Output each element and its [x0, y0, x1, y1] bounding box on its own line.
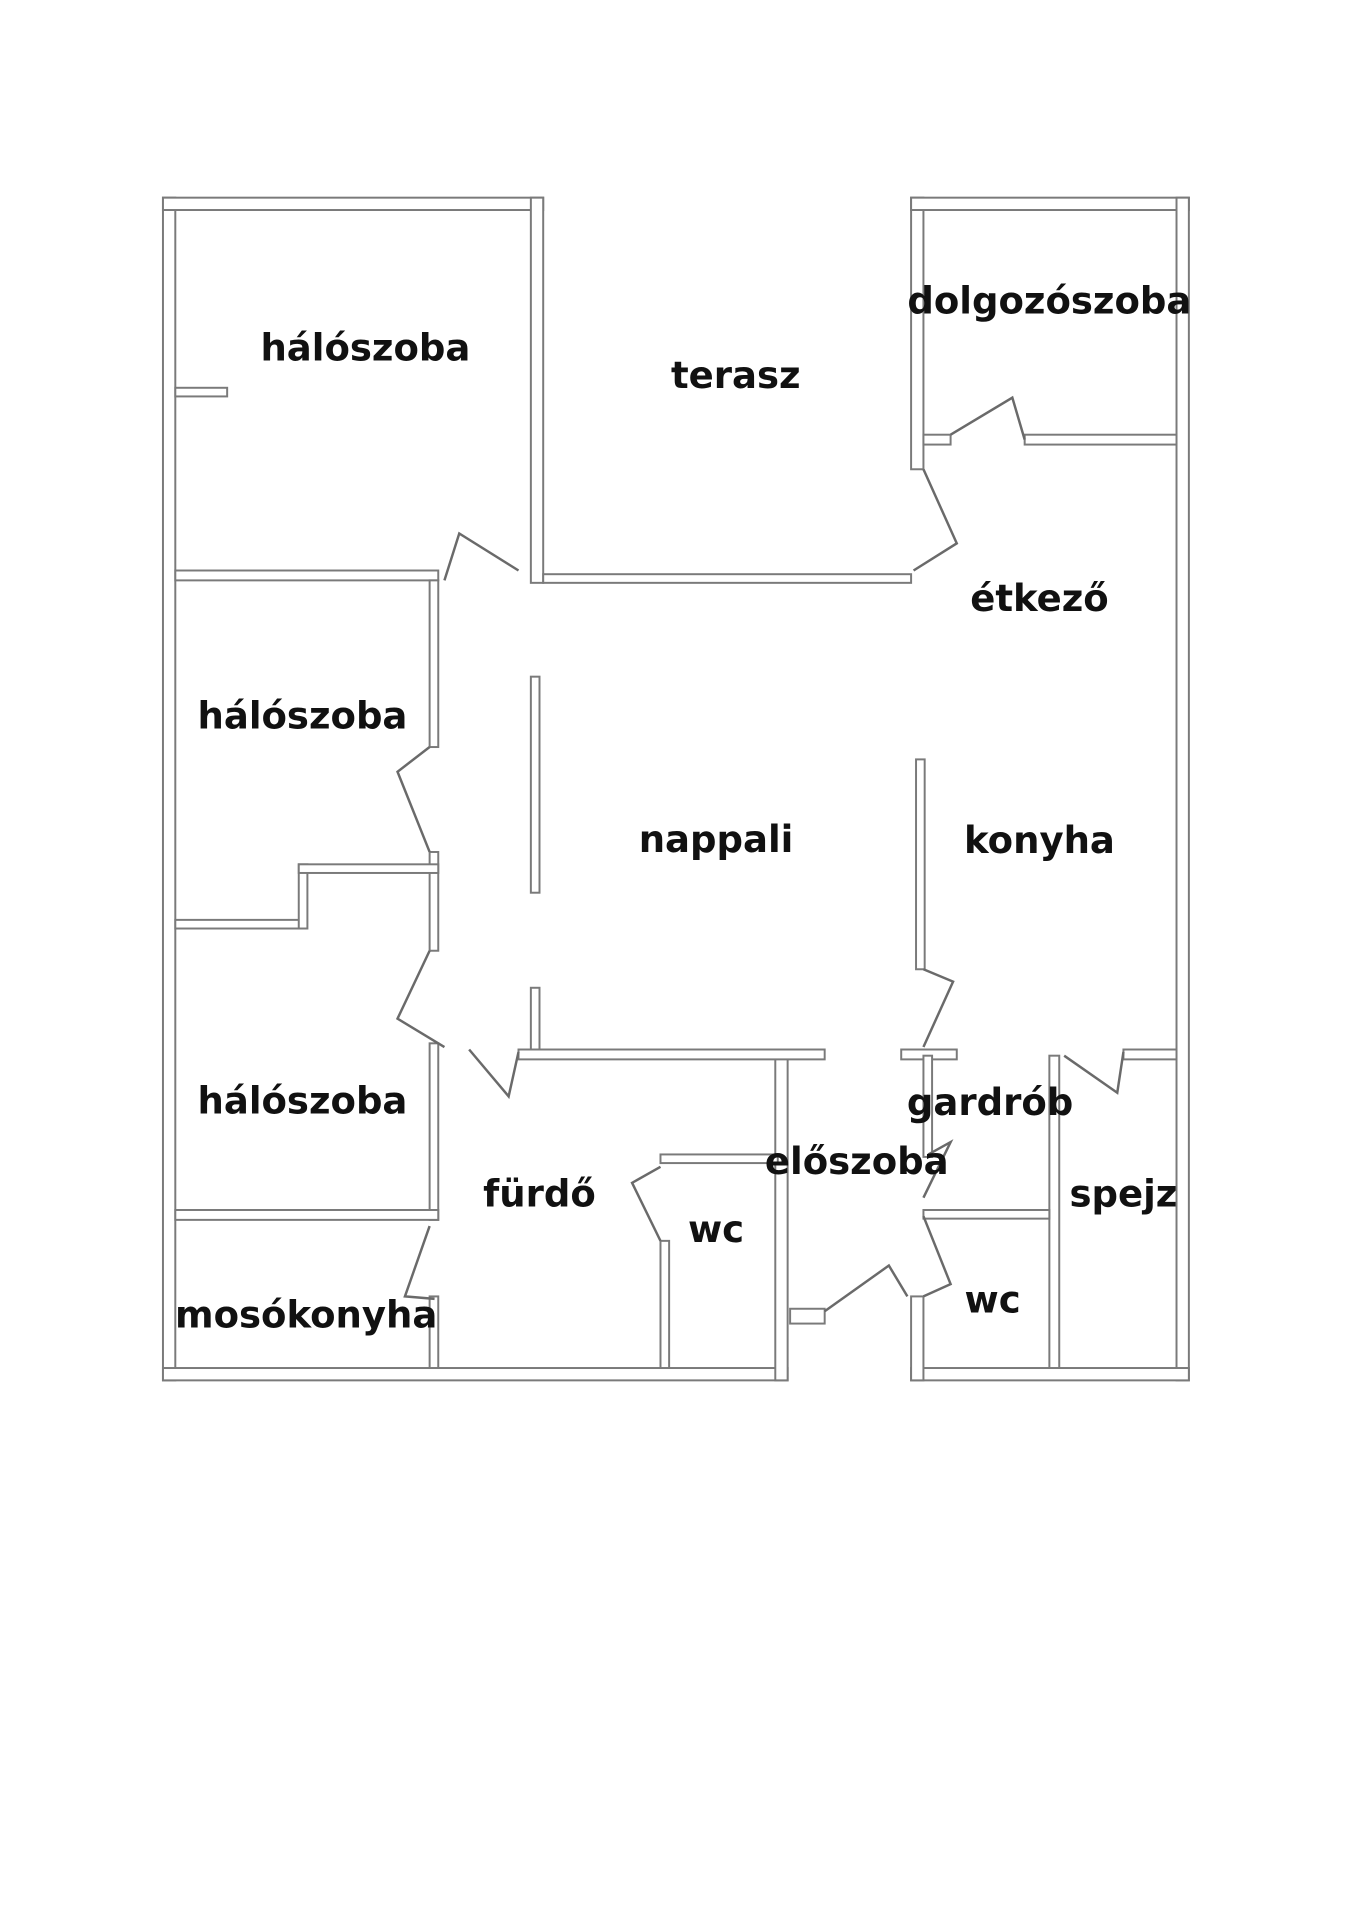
room-label-terrace: terasz	[671, 354, 801, 397]
room-label-wc-2: wc	[965, 1278, 1021, 1321]
doors	[395, 395, 1125, 1313]
room-label-bedroom-2: hálószoba	[197, 695, 407, 738]
room-label-pantry: spejz	[1069, 1172, 1177, 1215]
room-label-wc-1: wc	[688, 1208, 744, 1251]
room-label-hall: előszoba	[765, 1140, 949, 1183]
room-label-kitchen: konyha	[964, 819, 1115, 862]
room-label-dining: étkező	[970, 577, 1109, 620]
room-label-bedroom-1: hálószoba	[260, 327, 470, 370]
room-label-laundry: mosókonyha	[175, 1293, 437, 1336]
room-label-bedroom-3: hálószoba	[197, 1080, 407, 1123]
room-label-wardrobe: gardrób	[907, 1081, 1073, 1124]
room-labels: hálószoba terasz dolgozószoba étkező hál…	[175, 280, 1191, 1337]
room-label-study: dolgozószoba	[907, 280, 1191, 323]
room-label-living: nappali	[639, 818, 794, 861]
room-label-bathroom: fürdő	[483, 1172, 596, 1215]
walls	[161, 196, 1190, 1382]
